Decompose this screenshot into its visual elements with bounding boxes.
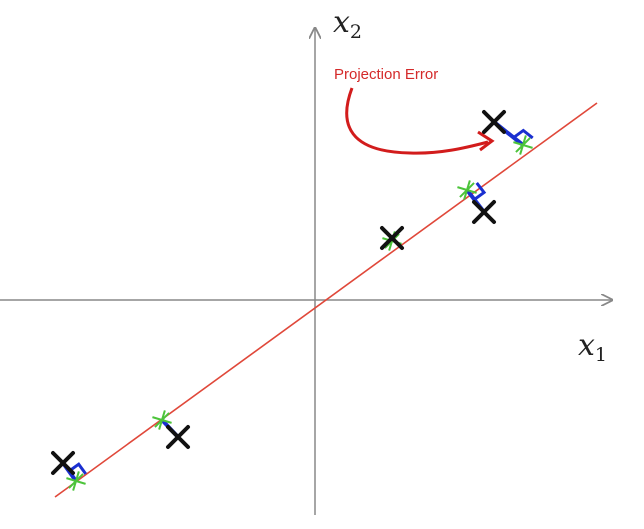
annotation-arrow: [345, 87, 489, 155]
x2-axis-label: x2: [333, 5, 362, 43]
data-point-marker: [51, 451, 75, 475]
right-angle-mark: [473, 182, 487, 201]
projected-point-marker: [68, 473, 84, 489]
data-point-marker: [166, 425, 190, 449]
projected-point-marker: [515, 137, 531, 153]
projected-point-marker: [384, 233, 400, 249]
right-angle-mark: [68, 462, 87, 475]
projected-point-marker: [154, 412, 170, 428]
projection-line: [54, 102, 598, 498]
annotation-arrowhead: [477, 130, 495, 152]
projected-point-marker: [459, 182, 475, 198]
projection-error-label: Projection Error: [334, 66, 438, 83]
right-angle-mark: [512, 128, 534, 140]
x1-axis-label: x1: [578, 328, 607, 366]
data-point-marker: [482, 110, 506, 134]
data-point-marker: [380, 226, 404, 250]
data-point-marker: [472, 200, 496, 224]
